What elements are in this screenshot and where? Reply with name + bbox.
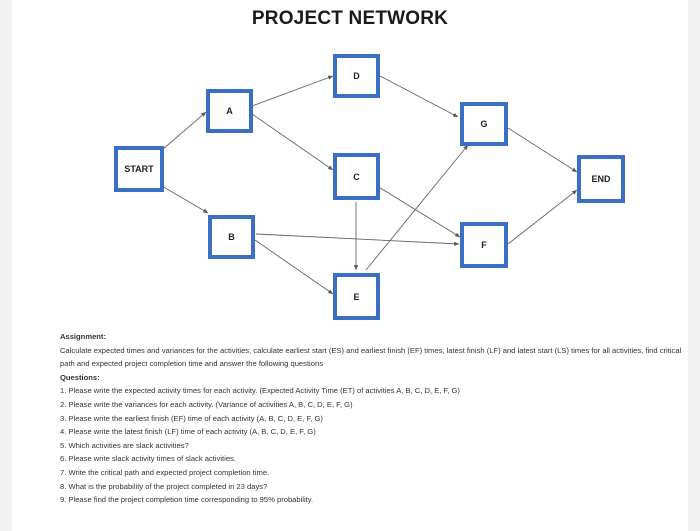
question-6: 6. Please write slack activity times of … bbox=[60, 454, 236, 464]
node-start: START bbox=[114, 146, 164, 192]
edge-f-end bbox=[507, 189, 578, 245]
edge-e-g bbox=[365, 144, 469, 271]
edge-b-f bbox=[255, 233, 460, 246]
question-7: 7. Write the critical path and expected … bbox=[60, 467, 270, 477]
assignment-instructions: Calculate expected times and variances f… bbox=[60, 345, 682, 369]
question-5: 5. Which activities are slack activities… bbox=[60, 440, 189, 450]
question-9: 9. Please find the project completion ti… bbox=[60, 495, 314, 505]
node-f: F bbox=[460, 222, 508, 268]
question-3: 3. Please write the earliest finish (EF)… bbox=[60, 413, 323, 423]
assignment-heading: Assignment: bbox=[60, 332, 106, 341]
question-2: 2. Please write the variances for each a… bbox=[60, 399, 353, 409]
edge-start-b bbox=[161, 185, 209, 214]
question-8: 8. What is the probability of the projec… bbox=[60, 481, 268, 491]
node-e: E bbox=[333, 273, 380, 320]
node-d: D bbox=[333, 54, 380, 98]
edge-d-g bbox=[379, 75, 459, 118]
node-a: A bbox=[206, 89, 253, 133]
edge-c-f bbox=[376, 185, 461, 238]
questions-heading: Questions: bbox=[60, 372, 100, 382]
node-g: G bbox=[460, 102, 508, 146]
edge-g-end bbox=[507, 127, 578, 173]
edge-b-e bbox=[254, 239, 334, 295]
question-1: 1. Please write the expected activity ti… bbox=[60, 386, 460, 396]
node-b: B bbox=[208, 215, 255, 259]
node-c: C bbox=[333, 153, 380, 200]
edge-a-d bbox=[251, 75, 334, 107]
node-end: END bbox=[577, 155, 625, 203]
assignment-text: Assignment: Calculate expected times and… bbox=[60, 330, 690, 507]
diagram-title: PROJECT NETWORK bbox=[251, 8, 449, 29]
question-4: 4. Please write the latest finish (LF) t… bbox=[60, 427, 316, 437]
edge-a-c bbox=[251, 113, 334, 171]
edge-start-a bbox=[161, 111, 207, 151]
